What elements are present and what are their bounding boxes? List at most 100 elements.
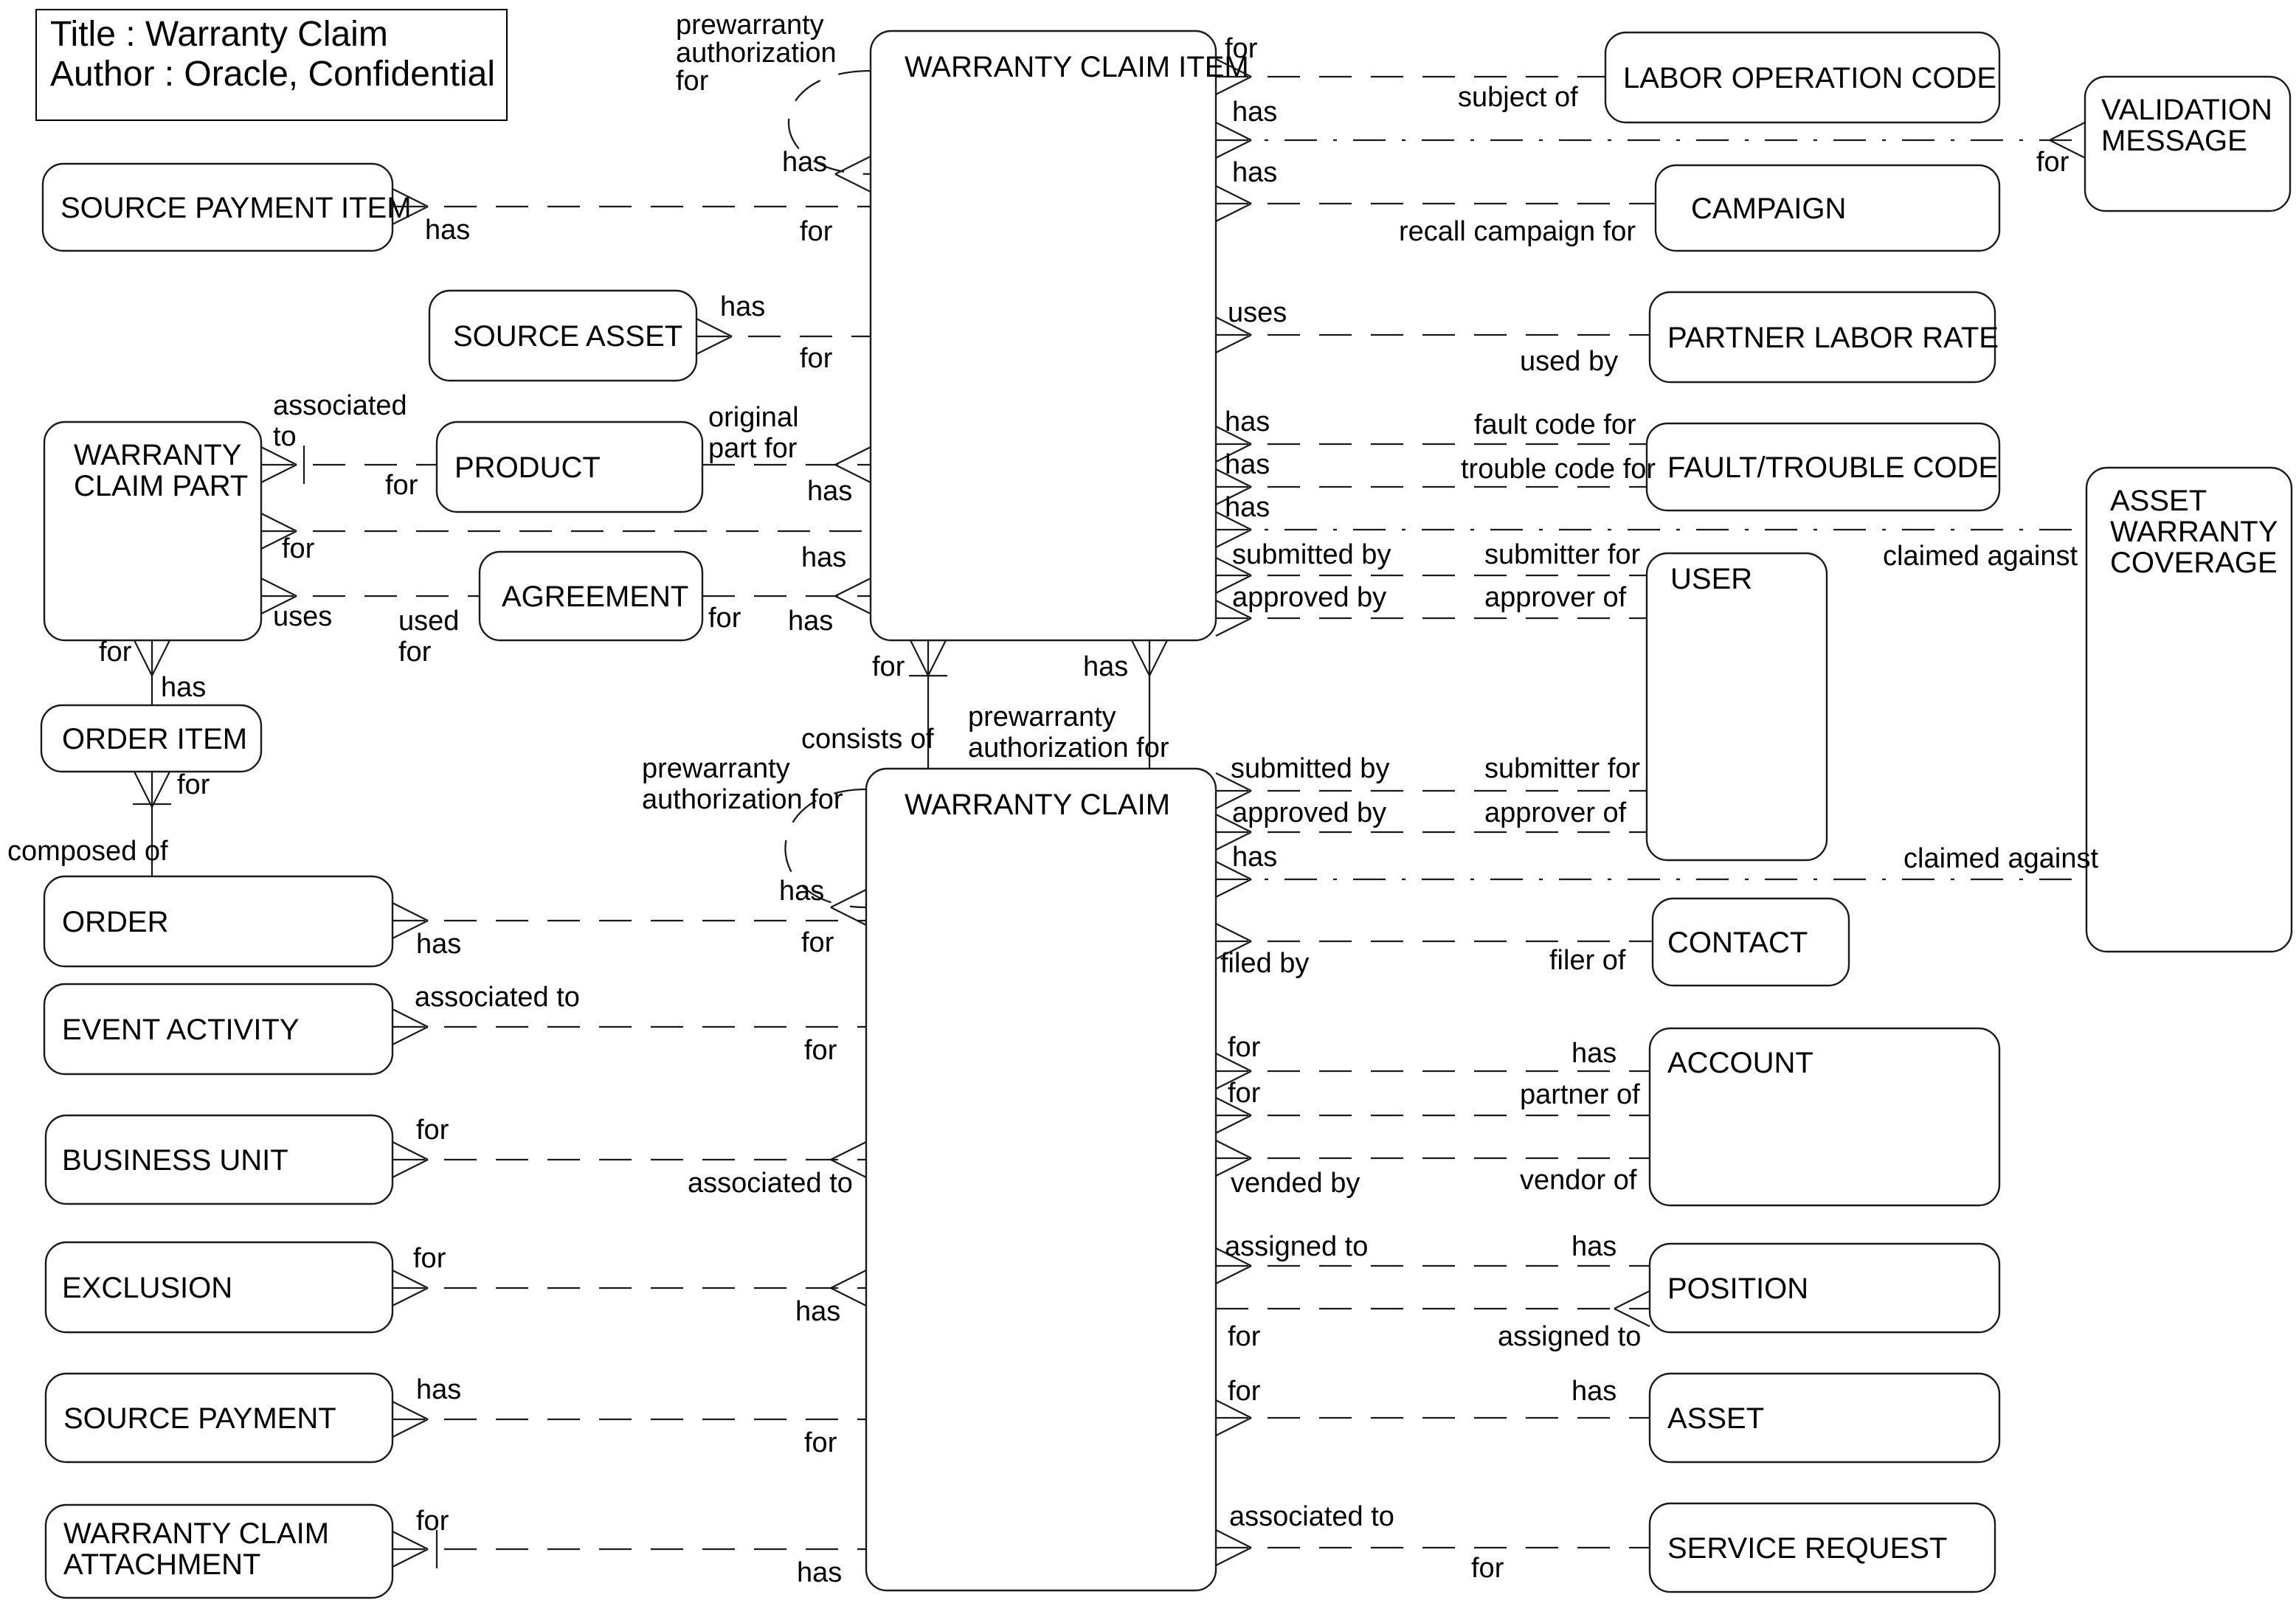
relationship-label: uses: [273, 601, 332, 632]
diagram-title: Title : Warranty Claim: [50, 15, 388, 55]
relationship-label: assigned to: [1225, 1231, 1368, 1262]
crow-foot: [834, 578, 871, 614]
relationship-label: composed of: [7, 836, 168, 867]
crow-foot: [1215, 1247, 1252, 1284]
entity-name: POSITION: [1667, 1273, 1808, 1305]
relationship-label: for: [800, 216, 833, 247]
connector-order-item--order: for composed of: [7, 769, 210, 876]
relationship-label: has: [161, 672, 206, 703]
relationship-label: for: [416, 1115, 449, 1146]
relationship-label: for: [1228, 1078, 1261, 1109]
relationship-label: for: [801, 927, 834, 958]
entity-box: [1648, 291, 1996, 384]
entity-name: FAULT/TROUBLE CODE: [1667, 451, 1998, 484]
entity-name: WARRANTY CLAIM: [905, 789, 1170, 821]
relationship-label: approved by: [1232, 797, 1386, 828]
crow-foot: [834, 156, 871, 193]
entity-name: EVENT ACTIVITY: [62, 1014, 300, 1046]
relationship-label: has: [779, 876, 824, 907]
crow-foot: [260, 578, 297, 614]
entity-warranty-claim: WARRANTY CLAIM: [865, 767, 1217, 1592]
relationship-label: has: [782, 147, 827, 178]
entity-fault-trouble-code: FAULT/TROUBLE CODE: [1645, 422, 2001, 512]
relationship-label: for: [804, 1035, 837, 1066]
crow-foot: [830, 889, 867, 926]
relationship-label: for: [177, 769, 210, 800]
entity-name: CONTACT: [1667, 927, 1808, 959]
entity-name: LABOR OPERATION CODE: [1623, 62, 1996, 94]
entity-name: WARRANTY CLAIM ITEM: [905, 51, 1249, 83]
connector-warranty-claim--account-vendor: vended by vendor of: [1215, 1140, 1650, 1199]
relationship-label: for: [1228, 1032, 1261, 1063]
entity-agreement: AGREEMENT: [478, 550, 704, 642]
relationship-line: [788, 69, 871, 176]
relationship-label: has: [720, 291, 765, 322]
crow-foot: [392, 1008, 429, 1045]
crow-foot: [392, 188, 429, 225]
relationship-label: for: [385, 470, 418, 501]
crow-foot: [1215, 122, 1252, 159]
relationship-label: has: [1232, 842, 1277, 873]
relationship-label: claimed against: [1903, 843, 2098, 874]
relationship-label: has: [1225, 406, 1270, 437]
entity-exclusion: EXCLUSION: [44, 1241, 394, 1334]
entity-name: ASSET: [1667, 1402, 1764, 1435]
entity-asset: ASSET: [1648, 1372, 2001, 1464]
crow-foot: [1131, 640, 1168, 676]
relationship-label: consists of: [801, 724, 934, 755]
relationship-label: for: [800, 343, 833, 374]
entity-source-payment-item: SOURCE PAYMENT ITEM: [41, 162, 412, 252]
relationship-label: vendor of: [1520, 1165, 1637, 1196]
relationship-label: for: [1228, 1321, 1261, 1352]
crow-foot: [260, 446, 297, 483]
crow-foot: [1215, 600, 1252, 637]
entity-box: [44, 1372, 394, 1464]
connector-warranty-claim--user-approved: approved by approver of: [1215, 797, 1647, 851]
entity-source-payment: SOURCE PAYMENT: [44, 1372, 394, 1464]
entity-name: SOURCE PAYMENT: [63, 1402, 336, 1435]
relationship-label: recall campaign for: [1399, 216, 1636, 247]
crow-foot: [1215, 557, 1252, 594]
relationship-label: has: [795, 1296, 840, 1327]
entity-box: [1645, 422, 2001, 512]
crow-foot: [1215, 185, 1252, 222]
relationship-label: vended by: [1231, 1168, 1360, 1199]
entity-source-asset: SOURCE ASSET: [428, 289, 698, 382]
entity-box: [2084, 75, 2292, 212]
relationship-label: filer of: [1549, 945, 1626, 976]
entity-box: [2085, 466, 2293, 953]
crow-foot: [392, 1270, 429, 1306]
relationship-label: for: [708, 603, 741, 634]
relationship-label: approver of: [1484, 797, 1627, 828]
relationship-label: subject of: [1458, 82, 1578, 113]
entity-box: [44, 1503, 394, 1599]
relationship-label: has: [425, 215, 470, 246]
entity-partner-labor-rate: PARTNER LABOR RATE: [1648, 291, 1999, 384]
relationship-label: for: [2036, 147, 2069, 178]
crow-foot: [1215, 861, 1252, 898]
entity-account: ACCOUNT: [1648, 1027, 2001, 1207]
relationship-label: for: [99, 637, 132, 668]
entity-box: [435, 420, 704, 513]
